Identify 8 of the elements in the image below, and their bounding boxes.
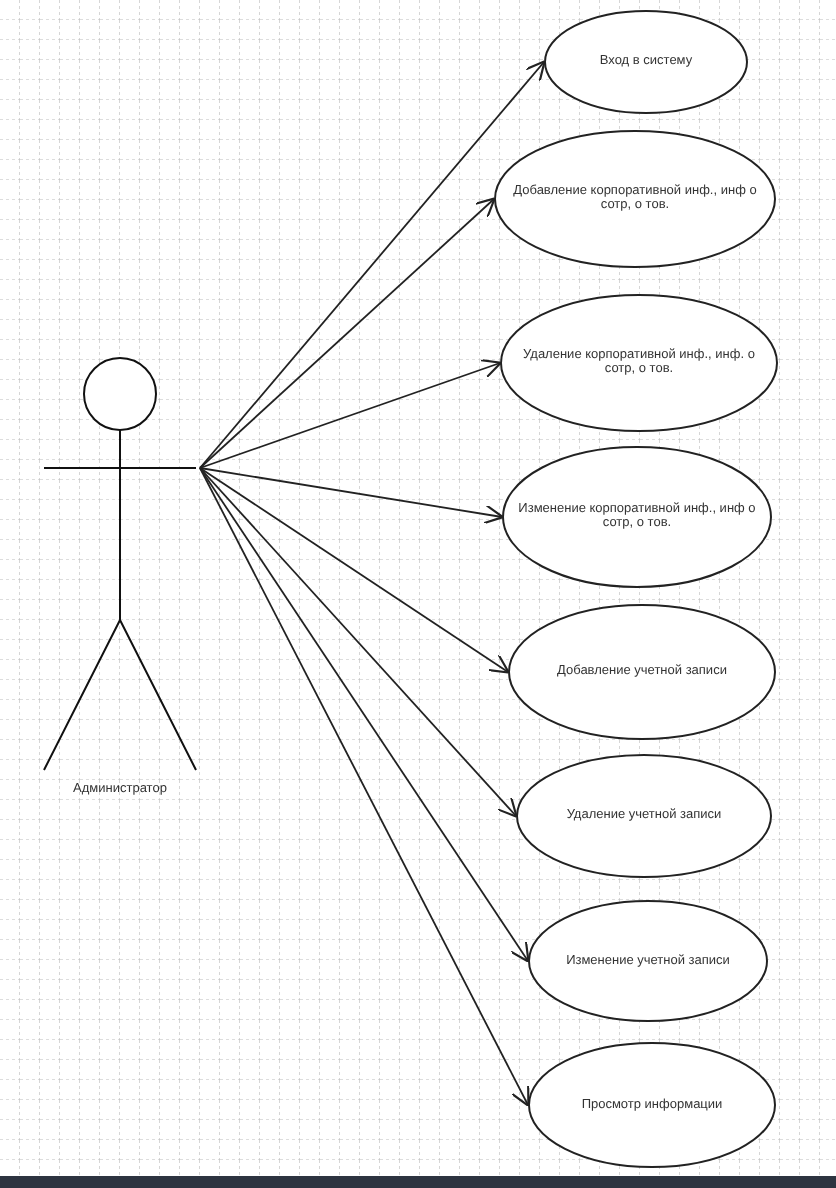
- association-arrow: [199, 467, 518, 818]
- association-arrow: [199, 359, 502, 469]
- association-arrow: [199, 197, 496, 469]
- association-arrow: [199, 467, 530, 1107]
- association-arrow: [199, 467, 510, 674]
- association-arrow: [199, 467, 530, 963]
- association-arrow: [199, 60, 546, 469]
- association-arrow: [199, 467, 504, 525]
